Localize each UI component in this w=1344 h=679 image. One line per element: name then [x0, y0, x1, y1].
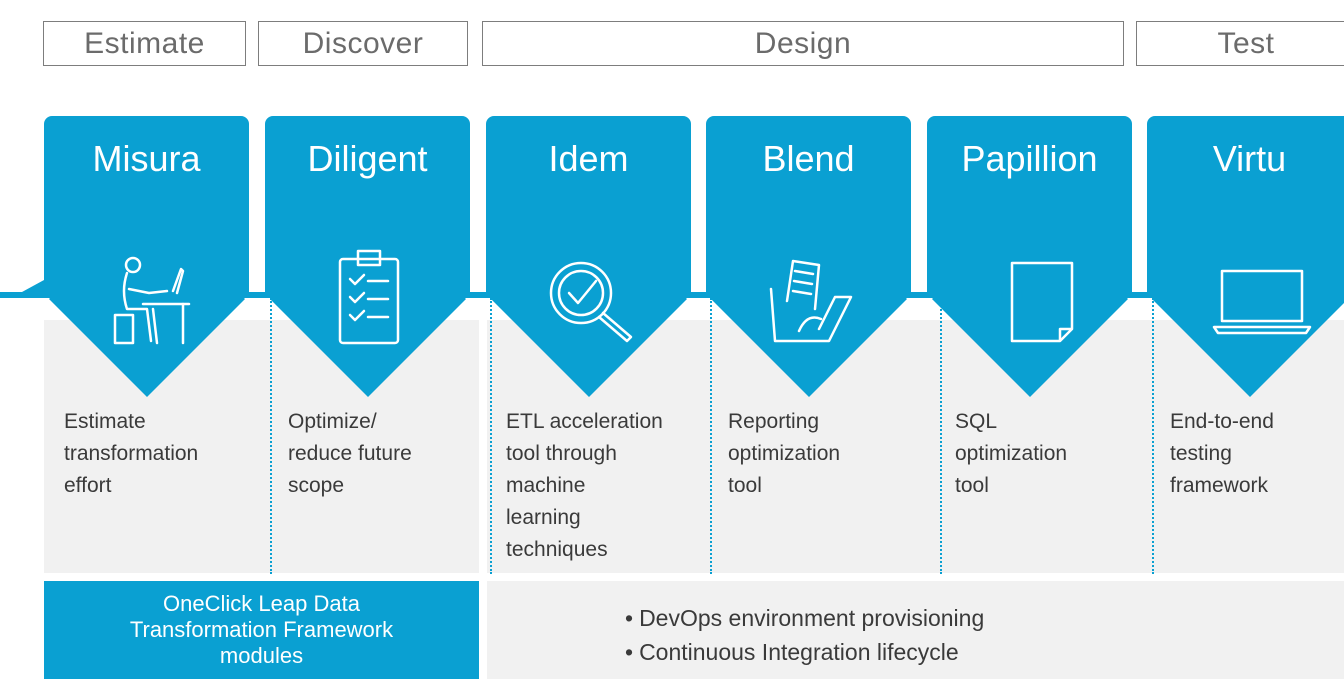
module-desc-misura: Estimate transformation effort: [64, 406, 214, 502]
folder-documents-icon: [711, 201, 907, 397]
module-desc-diligent: Optimize/ reduce future scope: [288, 406, 438, 502]
module-title-misura: Misura: [92, 138, 201, 179]
document-icon: [932, 201, 1128, 397]
module-title-idem: Idem: [548, 138, 629, 179]
magnifier-check-icon: [491, 201, 687, 397]
clipboard-checklist-icon: [270, 201, 466, 397]
laptop-icon: [1152, 201, 1344, 397]
desc-line: framework: [1170, 474, 1269, 497]
desc-line: Reporting: [728, 410, 820, 433]
framework-label: OneClick Leap Data Transformation Framew…: [129, 591, 394, 668]
module-desc-idem: ETL acceleration tool through machine le…: [506, 406, 706, 566]
description-panel-right: [487, 320, 1344, 573]
desc-line: testing: [1170, 442, 1232, 465]
separator-line: [940, 298, 942, 574]
desc-line: techniques: [506, 538, 608, 561]
desc-line: tool: [728, 474, 762, 497]
module-title-papillion: Papillion: [961, 138, 1098, 179]
desc-line: effort: [64, 474, 112, 497]
desc-line: transformation: [64, 442, 199, 465]
module-desc-papillion: SQL optimization tool: [955, 406, 1105, 502]
phase-test: Test: [1136, 21, 1344, 66]
separator-line: [710, 298, 712, 574]
desc-line: tool: [955, 474, 989, 497]
desc-line: ETL acceleration: [506, 410, 663, 433]
desc-line: learning: [506, 506, 581, 529]
desc-line: optimization: [955, 442, 1068, 465]
phase-discover: Discover: [258, 21, 468, 66]
module-title-blend: Blend: [762, 138, 855, 179]
phase-estimate: Estimate: [43, 21, 246, 66]
desc-line: End-to-end: [1170, 410, 1274, 433]
devops-bullet: Continuous Integration lifecycle: [625, 635, 1344, 669]
module-title-virtu: Virtu: [1212, 138, 1287, 179]
desc-line: tool through: [506, 442, 617, 465]
desc-line: optimization: [728, 442, 841, 465]
module-desc-blend: Reporting optimization tool: [728, 406, 878, 502]
separator-line: [1152, 298, 1154, 574]
desc-line: machine: [506, 474, 586, 497]
band-notch: [22, 280, 44, 292]
module-desc-virtu: End-to-end testing framework: [1170, 406, 1320, 502]
devops-panel: DevOps environment provisioning Continuo…: [487, 581, 1344, 679]
desc-line: Estimate: [64, 410, 146, 433]
devops-bullet: DevOps environment provisioning: [625, 601, 1344, 635]
module-title-diligent: Diligent: [307, 138, 428, 179]
phase-design: Design: [482, 21, 1124, 66]
desc-line: reduce future: [288, 442, 412, 465]
framework-label-box: OneClick Leap Data Transformation Framew…: [44, 581, 479, 679]
person-at-desk-icon: [49, 201, 245, 397]
separator-line: [490, 298, 492, 574]
desc-line: Optimize/: [288, 410, 377, 433]
desc-line: SQL: [955, 410, 998, 433]
desc-line: scope: [288, 474, 345, 497]
separator-line: [270, 298, 272, 574]
devops-list: DevOps environment provisioning Continuo…: [487, 581, 1344, 669]
